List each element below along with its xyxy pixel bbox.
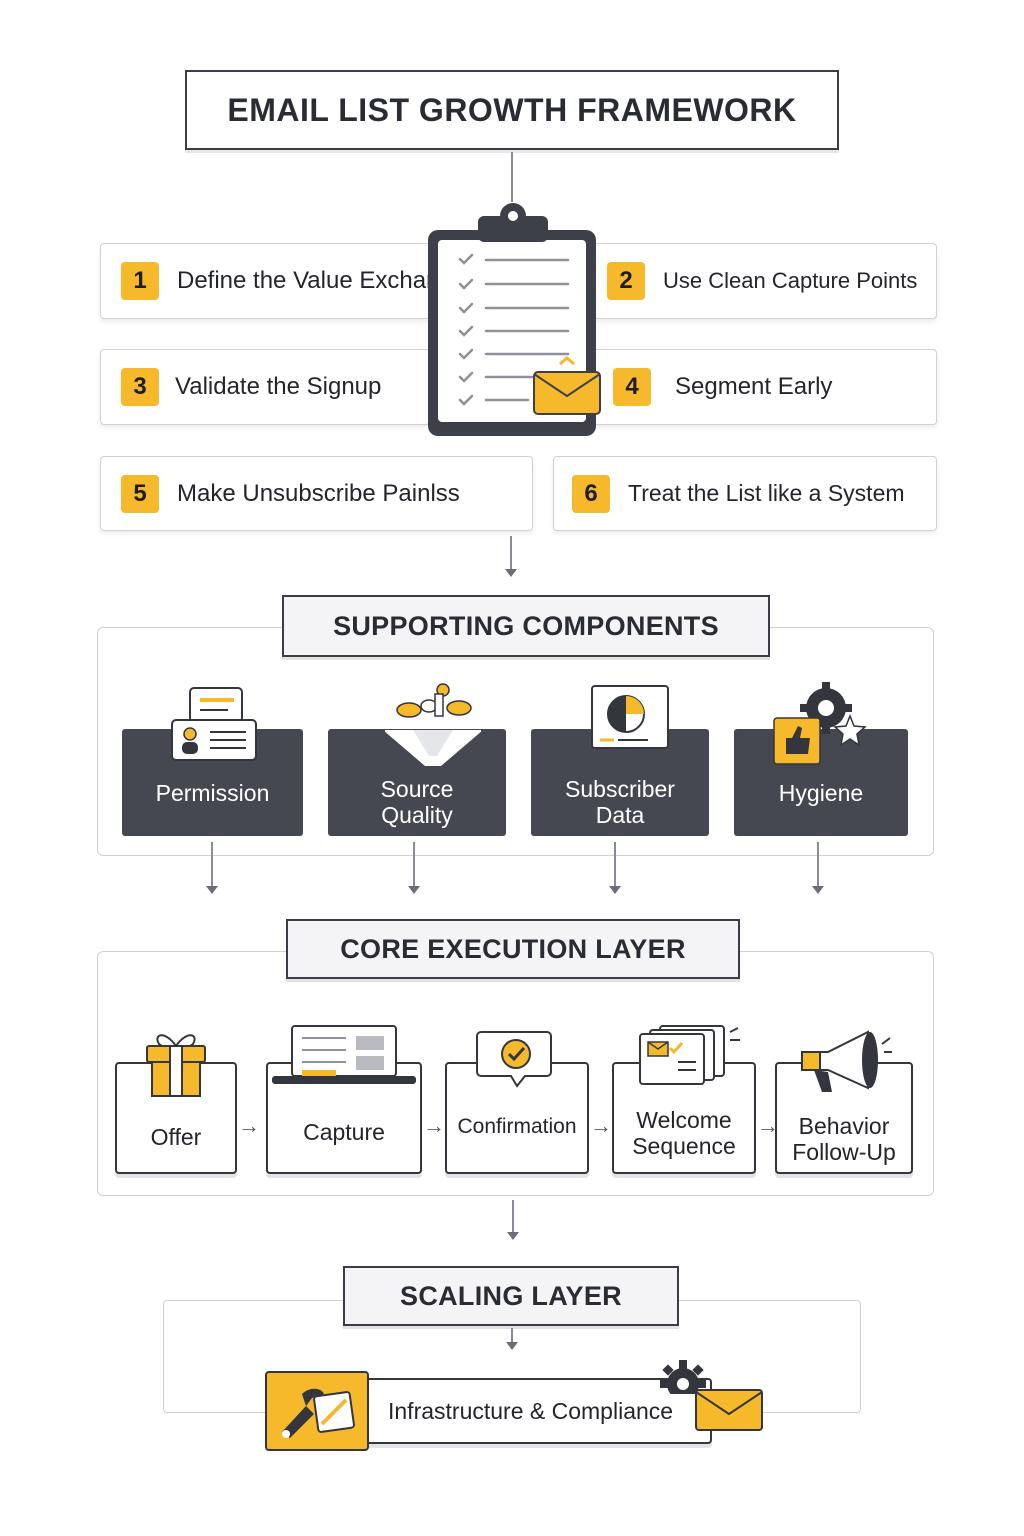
arrow-right-icon: → bbox=[423, 1113, 445, 1138]
core-step-behavior-follow-up: Behavior Follow-Up bbox=[775, 1062, 913, 1174]
principle-card-6: 6 Treat the List like a System bbox=[553, 456, 937, 531]
scaling-item-label: Infrastructure & Compliance bbox=[388, 1397, 674, 1424]
supporting-item-label: Permission bbox=[155, 780, 270, 806]
principle-number: 2 bbox=[607, 262, 645, 300]
gear-icon bbox=[660, 1360, 706, 1394]
core-step-label: Welcome Sequence bbox=[632, 1107, 736, 1159]
principle-label: Make Unsubscribe Painlss bbox=[177, 479, 460, 507]
connector-line bbox=[512, 1200, 514, 1232]
page-title-text: EMAIL LIST GROWTH FRAMEWORK bbox=[227, 91, 797, 128]
principle-label: Segment Early bbox=[675, 373, 833, 400]
core-step-label: Offer bbox=[150, 1124, 202, 1150]
arrow-down-icon bbox=[505, 569, 517, 577]
supporting-item-label: Subscriber Data bbox=[565, 776, 675, 828]
arrow-down-icon bbox=[812, 886, 824, 894]
core-step-label: Capture bbox=[303, 1119, 385, 1145]
check-bubble-icon bbox=[476, 1031, 552, 1088]
core-heading-text: CORE EXECUTION LAYER bbox=[340, 933, 686, 964]
principle-number: 4 bbox=[613, 368, 651, 406]
arrow-down-icon bbox=[507, 1232, 519, 1240]
principle-label: Use Clean Capture Points bbox=[663, 268, 918, 293]
principle-number: 3 bbox=[121, 368, 159, 406]
principle-number: 1 bbox=[121, 262, 159, 300]
core-heading: CORE EXECUTION LAYER bbox=[286, 919, 740, 979]
page-title: EMAIL LIST GROWTH FRAMEWORK bbox=[185, 70, 839, 150]
form-laptop-icon bbox=[272, 1025, 416, 1084]
contact-card-icon bbox=[171, 687, 257, 761]
supporting-heading: SUPPORTING COMPONENTS bbox=[282, 595, 770, 657]
principle-card-2: 2 Use Clean Capture Points bbox=[590, 243, 937, 319]
principle-label: Treat the List like a System bbox=[628, 480, 905, 506]
connector-line bbox=[511, 1328, 513, 1342]
principle-card-3: 3 Validate the Signup bbox=[100, 349, 430, 425]
arrow-right-icon: → bbox=[238, 1113, 260, 1138]
funnel-icon bbox=[385, 683, 481, 766]
supporting-heading-text: SUPPORTING COMPONENTS bbox=[333, 610, 719, 641]
connector-line bbox=[211, 842, 213, 886]
principle-card-5: 5 Make Unsubscribe Painlss bbox=[100, 456, 533, 531]
principle-label: Validate the Signup bbox=[175, 373, 382, 400]
connector-line bbox=[510, 536, 512, 570]
supporting-item-label: Hygiene bbox=[778, 780, 864, 806]
megaphone-icon bbox=[801, 1030, 892, 1092]
arrow-down-icon bbox=[206, 886, 218, 894]
clipboard-checklist-icon bbox=[428, 203, 601, 436]
connector-line bbox=[817, 842, 819, 886]
tools-icon bbox=[282, 1388, 355, 1438]
core-step-label: Behavior Follow-Up bbox=[792, 1113, 896, 1165]
principle-card-4: 4 Segment Early bbox=[590, 349, 937, 425]
email-icon bbox=[695, 1389, 763, 1431]
arrow-right-icon: → bbox=[757, 1113, 779, 1138]
scaling-heading: SCALING LAYER bbox=[343, 1266, 679, 1326]
arrow-down-icon bbox=[609, 886, 621, 894]
core-step-label: Confirmation bbox=[457, 1115, 577, 1138]
pie-report-icon bbox=[591, 685, 669, 749]
connector-line bbox=[511, 152, 513, 202]
arrow-right-icon: → bbox=[590, 1113, 612, 1138]
principle-number: 5 bbox=[121, 474, 159, 513]
gear-thumbs-up-icon bbox=[773, 682, 867, 765]
email-stack-icon bbox=[639, 1025, 740, 1085]
connector-line bbox=[614, 842, 616, 886]
supporting-item-label: Source Quality bbox=[380, 776, 454, 828]
supporting-item-hygiene: Hygiene bbox=[734, 729, 908, 836]
scaling-heading-text: SCALING LAYER bbox=[400, 1280, 622, 1311]
principle-number: 6 bbox=[572, 474, 610, 513]
connector-line bbox=[413, 842, 415, 886]
principle-label: Define the Value Exchange bbox=[177, 267, 467, 294]
arrow-down-icon bbox=[408, 886, 420, 894]
gift-icon bbox=[146, 1034, 206, 1097]
core-step-welcome-sequence: Welcome Sequence bbox=[612, 1062, 756, 1174]
arrow-down-icon bbox=[506, 1342, 518, 1350]
